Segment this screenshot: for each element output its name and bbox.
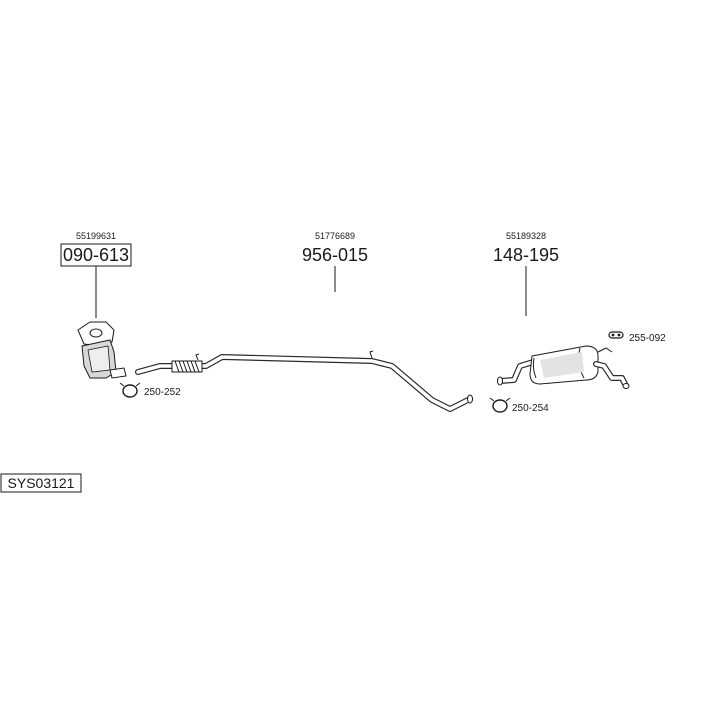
part-number: 148-195	[493, 245, 559, 265]
mount-hole	[611, 333, 615, 337]
tail-pipe-end	[622, 383, 630, 389]
part-label-middle-pipe[interactable]: 51776689 956-015	[302, 231, 368, 265]
flex-braid	[174, 360, 200, 373]
pipe-end	[467, 394, 473, 404]
clamp-label: 250-252	[144, 387, 181, 398]
converter-outlet	[109, 367, 127, 379]
rubber-mount-255-092[interactable]: 255-092	[608, 331, 666, 344]
catalytic-converter[interactable]	[77, 321, 127, 379]
clamp-ring-icon	[492, 399, 508, 413]
clamp-ears	[119, 382, 141, 387]
clamp-250-254[interactable]: 250-254	[489, 397, 549, 414]
converter-heat-shield	[87, 345, 111, 373]
part-number: 090-613	[63, 245, 129, 265]
silencer-seam	[532, 357, 537, 379]
clamp-ring-icon	[122, 384, 138, 398]
clamp-250-252[interactable]: 250-252	[119, 382, 181, 398]
rubber-mount-icon	[608, 331, 624, 339]
clamp-label: 250-254	[512, 403, 549, 414]
oem-number: 51776689	[315, 231, 355, 241]
mount-hole	[617, 333, 621, 337]
system-code-text: SYS03121	[8, 475, 75, 491]
inlet-end	[497, 376, 503, 386]
rear-silencer[interactable]	[497, 345, 630, 389]
system-code-box	[0, 473, 82, 493]
part-number: 956-015	[302, 245, 368, 265]
inlet-pipe-fill	[498, 358, 542, 383]
silencer-shading	[540, 352, 584, 378]
hanger-rod	[195, 353, 200, 361]
oem-number: 55199631	[76, 231, 116, 241]
clamp-ears	[489, 397, 511, 402]
hanger-rod	[369, 350, 374, 359]
oem-number: 55189328	[506, 231, 546, 241]
hanger-rod	[597, 347, 613, 353]
part-label-catalytic-converter[interactable]: 55199631 090-613	[60, 231, 132, 267]
tail-pipe-fill	[594, 362, 628, 388]
middle-pipe[interactable]	[135, 350, 473, 412]
clamp-label: 255-092	[629, 333, 666, 344]
system-code: SYS03121	[0, 473, 82, 493]
part-label-rear-silencer[interactable]: 55189328 148-195	[493, 231, 559, 265]
flange-port	[89, 328, 103, 338]
